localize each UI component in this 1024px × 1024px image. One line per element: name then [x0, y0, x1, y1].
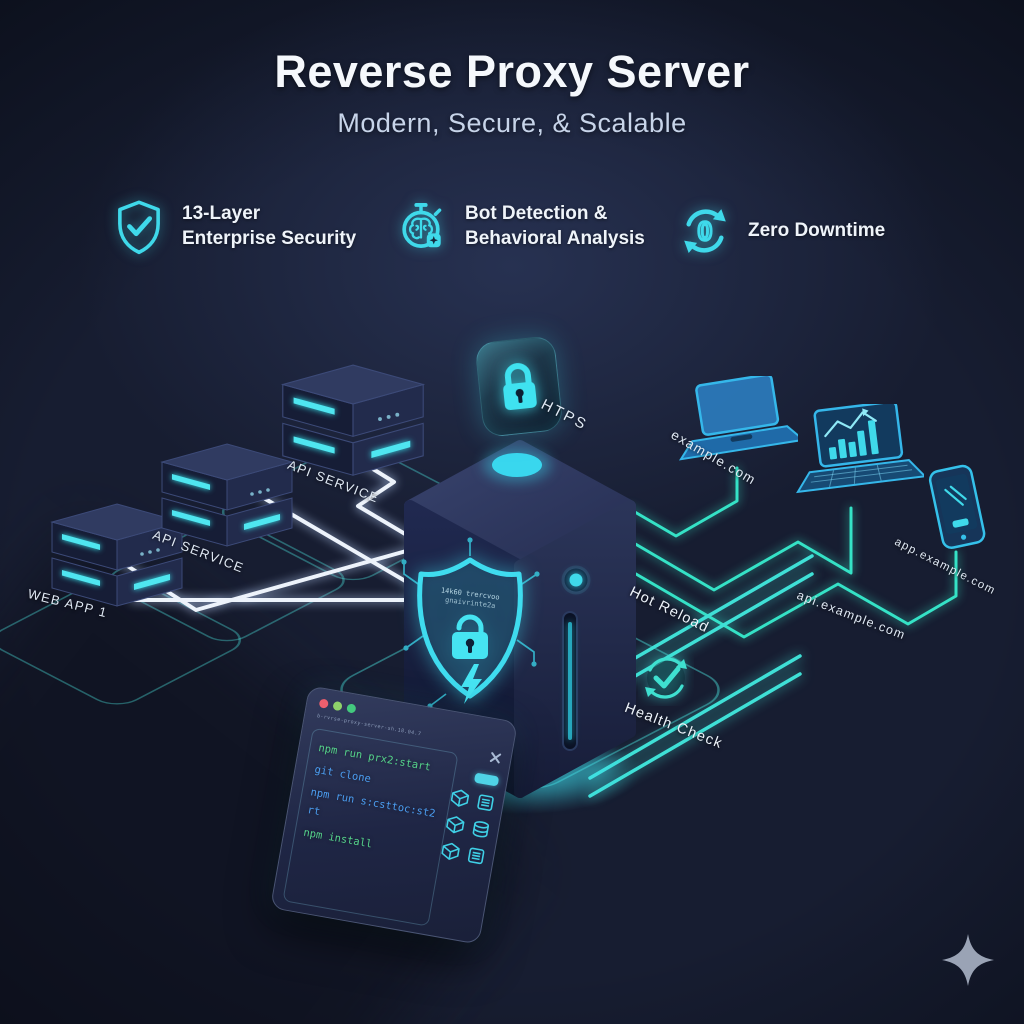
padlock-icon	[452, 614, 488, 659]
teal-connection-lines	[626, 466, 958, 639]
cube-icon	[446, 816, 465, 834]
list-icon	[467, 847, 485, 865]
database-lock-icon	[472, 821, 490, 838]
minimize-dot	[332, 700, 343, 712]
bot-detection-icon	[402, 202, 442, 248]
close-dot	[318, 698, 329, 709]
server-stack-api-service-2	[280, 364, 426, 476]
feature-enterprise-security: 13-Layer Enterprise Security	[112, 198, 356, 256]
terminal-accent-button	[473, 772, 500, 787]
feature-label: Zero Downtime	[748, 219, 886, 241]
client-laptop-analytics	[796, 404, 924, 494]
cube-icon	[441, 842, 460, 860]
close-icon	[489, 752, 502, 764]
https-badge	[474, 335, 564, 438]
server-stack-web-app	[50, 503, 184, 607]
page-subtitle: Modern, Secure, & Scalable	[337, 108, 687, 138]
bar-chart-icon	[828, 420, 879, 460]
feature-label: Bot Detection & Behavioral Analysis	[465, 203, 645, 249]
client-smartphone	[928, 464, 986, 549]
terminal-code-area: npm run prx2:start git clone npm run s:c…	[282, 727, 459, 927]
page-title: Reverse Proxy Server	[274, 46, 750, 97]
bolt-icon	[461, 664, 482, 704]
maximize-dot	[346, 703, 357, 714]
feature-label: 13-Layer Enterprise Security	[182, 203, 357, 249]
terminal-side-panel	[440, 769, 500, 867]
window-traffic-lights	[318, 698, 357, 714]
terminal-icon-grid	[440, 788, 496, 867]
sparkle-icon	[942, 934, 994, 986]
feature-bot-detection: Bot Detection & Behavioral Analysis	[393, 198, 645, 256]
cube-icon	[450, 789, 470, 807]
zero-glyph: 0	[698, 218, 712, 246]
server-stack-api-service-1	[160, 443, 294, 547]
circuit-traces	[401, 537, 540, 709]
health-check-icon	[645, 657, 687, 699]
https-padlock-icon	[503, 362, 537, 410]
feature-zero-downtime: 0 Zero Downtime	[678, 204, 885, 258]
list-icon	[477, 794, 494, 811]
client-laptop	[678, 376, 798, 461]
tower-shield: 14k60 trercvoo gnaivrinte2a	[417, 557, 523, 704]
shield-check-icon	[118, 200, 160, 255]
terminal-window: b-rvrse-proxy-server-sh.18.04.7 npm run …	[269, 685, 519, 945]
zero-downtime-icon: 0	[684, 209, 726, 253]
